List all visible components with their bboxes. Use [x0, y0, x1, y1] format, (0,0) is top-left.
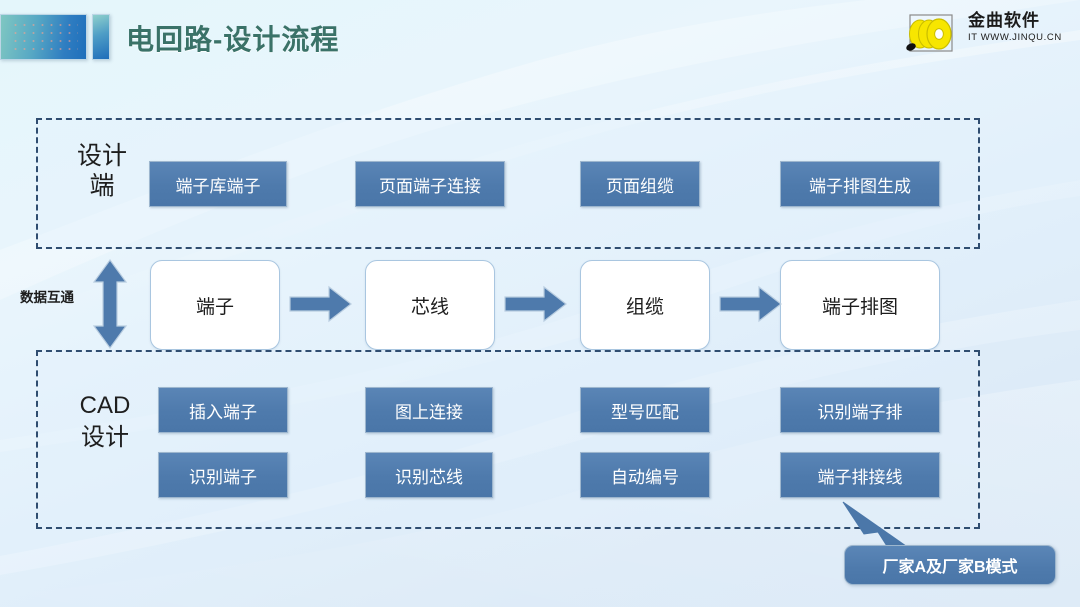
brand-logo-text: 金曲软件 IT WWW.JINQU.CN [968, 11, 1072, 44]
cad-item-identify-terminal[interactable]: 识别端子 [158, 452, 288, 498]
design-side-label: 设计 端 [76, 142, 127, 200]
cad-item-connect-on-drawing[interactable]: 图上连接 [365, 387, 493, 433]
header-dot-pattern [11, 21, 78, 53]
page-title: 电回路-设计流程 [126, 24, 340, 55]
cad-item-identify-terminal-block[interactable]: 识别端子排 [780, 387, 940, 433]
flow-step-core-wire[interactable]: 芯线 [365, 260, 495, 350]
design-item-page-cable-bundle[interactable]: 页面组缆 [580, 161, 700, 207]
cad-design-label: CAD 设计 [79, 392, 131, 451]
cad-item-insert-terminal[interactable]: 插入端子 [158, 387, 288, 433]
cad-design-zone [36, 350, 980, 529]
design-item-terminal-library[interactable]: 端子库端子 [149, 161, 287, 207]
brand-name-cn: 金曲软件 [968, 11, 1040, 30]
right-arrow-icon-1 [289, 285, 352, 323]
cad-item-terminal-block-wiring[interactable]: 端子排接线 [780, 452, 940, 498]
design-item-terminal-layout-generation[interactable]: 端子排图生成 [780, 161, 940, 207]
right-arrow-icon-3 [719, 285, 782, 323]
flow-step-terminal[interactable]: 端子 [150, 260, 280, 350]
page-header: 电回路-设计流程 金曲软件 IT WWW.JINQU.CN [0, 0, 1080, 78]
design-item-page-terminal-connection[interactable]: 页面端子连接 [355, 161, 505, 207]
flow-step-terminal-layout[interactable]: 端子排图 [780, 260, 940, 350]
data-interchange-label: 数据互通 [20, 290, 74, 305]
flow-step-cable-bundle[interactable]: 组缆 [580, 260, 710, 350]
cad-item-identify-core-wire[interactable]: 识别芯线 [365, 452, 493, 498]
header-decor-bar [92, 14, 110, 60]
vertical-double-arrow-icon [92, 258, 128, 350]
cad-item-auto-numbering[interactable]: 自动编号 [580, 452, 710, 498]
header-decor-block [0, 14, 87, 60]
brand-logo: 金曲软件 IT WWW.JINQU.CN [902, 10, 1070, 58]
right-arrow-icon-2 [504, 285, 567, 323]
cad-item-model-matching[interactable]: 型号匹配 [580, 387, 710, 433]
yellow-discs-logo-icon [906, 14, 953, 52]
process-flow-diagram: 设计 端 端子库端子 页面端子连接 页面组缆 端子排图生成 数据互通 端子 芯线… [0, 78, 1080, 607]
vendor-mode-callout[interactable]: 厂家A及厂家B模式 [844, 545, 1056, 585]
brand-name-en: IT WWW.JINQU.CN [968, 32, 1062, 43]
